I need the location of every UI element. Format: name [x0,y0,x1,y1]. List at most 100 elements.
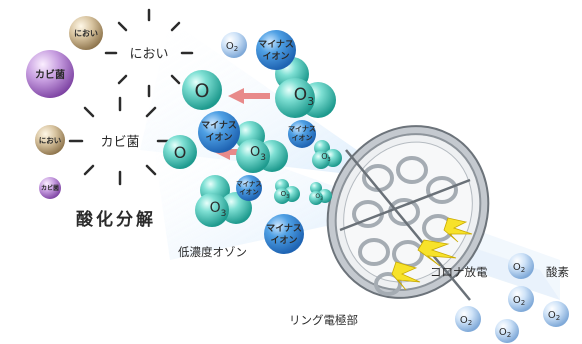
odor-ball-top: におい [69,16,103,50]
o2-molecule-right-1: O2 [508,253,534,279]
minus-ion-middle-right: マイナス イオン [288,120,316,148]
mold-ball-top: カビ菌 [26,50,74,98]
minus-ion-top: マイナス イオン [256,30,296,70]
o2-bottom-1-subscript: 2 [468,319,472,327]
o2-bottom-2-subscript: 2 [507,331,511,339]
o2-bottom-1-symbol: O [460,315,468,326]
svg-text:O3: O3 [294,85,314,108]
svg-text:イオン: イオン [270,235,297,246]
svg-text:マイナス: マイナス [236,180,262,188]
ozone-small-2-subscript: 3 [320,196,323,201]
oxygen-atom-middle: O [163,135,197,169]
electrode-rings [352,156,458,296]
minus-ion-top-line2: イオン [262,51,289,62]
o2-molecule-right-3: O2 [543,301,569,327]
minus-ion-middle-left: マイナス イオン [198,111,240,153]
ozone-bottom-symbol: O [210,200,221,216]
o2-molecule-bottom-1: O2 [455,306,481,332]
minus-ion-bottom-line1: マイナス [266,223,302,234]
svg-text:O3: O3 [281,190,290,200]
svg-text:O2: O2 [513,262,525,274]
ozone-bottom-subscript: 3 [221,209,227,219]
o2-right-2-subscript: 2 [521,299,525,307]
spark-icon-3 [391,261,421,291]
mold-ball-bottom: カビ菌 [39,177,61,199]
o2-top-subscript: 2 [234,45,238,53]
low-ozone-label: 低濃度オゾン [178,245,247,259]
spark-icon-2 [443,217,473,243]
o2-bottom-2-symbol: O [499,327,507,338]
ozone-small-right-symbol: O [321,152,327,161]
o2-top-symbol: O [226,41,234,52]
burst-label-odor: におい [129,47,168,62]
mold-ball-bottom-label: カビ菌 [41,184,59,192]
spark-icons [391,217,473,291]
svg-text:O2: O2 [513,295,525,307]
ozone-molecule-top: O3 [275,57,336,118]
ozone-molecule-small-right: O3 [312,140,342,169]
minus-ion-top-line1: マイナス [258,39,294,50]
svg-text:O3: O3 [210,200,227,219]
minus-ion-bottom-line2: イオン [270,235,297,246]
minus-ion-middle-right-line1: マイナス [288,125,316,133]
svg-text:O3: O3 [321,152,330,163]
svg-text:イオン: イオン [262,51,289,62]
arrow-icon-top [228,88,270,104]
burst-odor [104,8,194,98]
svg-text:O2: O2 [460,315,472,327]
ozone-small-right-subscript: 3 [328,157,331,163]
ozone-small-2-symbol: O [315,193,320,200]
odor-ball-top-label: におい [74,29,98,38]
minus-ion-middle-left-line1: マイナス [201,120,237,131]
oxygen-atom-top: O [182,70,222,110]
svg-text:O2: O2 [226,41,238,53]
minus-ion-middle-left-line2: イオン [205,132,232,143]
svg-text:O2: O2 [499,327,511,339]
corona-discharge-label: コロナ放電 [430,265,488,279]
odor-ball-bottom: におい [35,125,65,155]
o2-molecule-top: O2 [221,32,247,58]
o2-molecule-bottom-2: O2 [495,319,519,343]
o2-right-1-subscript: 2 [521,266,525,274]
o2-right-1-symbol: O [513,262,521,273]
ozone-molecule-small-2: O3 [309,182,332,205]
ozone-small-1-subscript: 3 [286,194,289,200]
ozone-top-symbol: O [294,85,307,105]
o2-molecule-right-2: O2 [508,286,534,312]
svg-text:マイナス: マイナス [266,223,302,234]
o2-right-3-subscript: 2 [556,314,560,322]
minus-ion-small: マイナス イオン [236,175,262,201]
mold-ball-top-label: カビ菌 [35,68,65,81]
ring-electrode-label: リング電極部 [289,313,358,327]
ozone-top-subscript: 3 [307,95,314,108]
svg-text:マイナス: マイナス [258,39,294,50]
o2-right-2-symbol: O [513,295,521,306]
minus-ion-bottom: マイナス イオン [264,214,304,254]
svg-text:イオン: イオン [205,132,232,143]
svg-text:O2: O2 [548,310,560,322]
ozone-small-1-symbol: O [281,190,287,198]
minus-ion-small-line2: イオン [239,188,259,196]
svg-text:O3: O3 [315,193,323,201]
ozone-molecule-middle: O3 [235,121,288,173]
svg-text:イオン: イオン [239,188,259,196]
burst-label-mold: カビ菌 [100,135,139,150]
oxygen-label: 酸素 [546,265,569,279]
svg-text:マイナス: マイナス [201,120,237,131]
ozone-middle-symbol: O [250,145,260,160]
ozone-molecule-small-1: O3 [274,179,300,204]
decomposition-label: 酸化分解 [76,209,156,230]
svg-text:イオン: イオン [292,134,313,142]
minus-ion-middle-right-line2: イオン [292,134,313,142]
spark-icon-1 [417,239,457,267]
oxygen-atom-top-label: O [195,80,210,102]
svg-text:マイナス: マイナス [288,125,316,133]
ozone-middle-subscript: 3 [260,153,266,163]
o2-right-3-symbol: O [548,310,556,321]
minus-ion-small-line1: マイナス [236,180,262,188]
odor-ball-bottom-label: におい [39,136,62,145]
oxygen-atom-middle-label: O [174,143,187,162]
svg-text:O3: O3 [250,145,266,163]
